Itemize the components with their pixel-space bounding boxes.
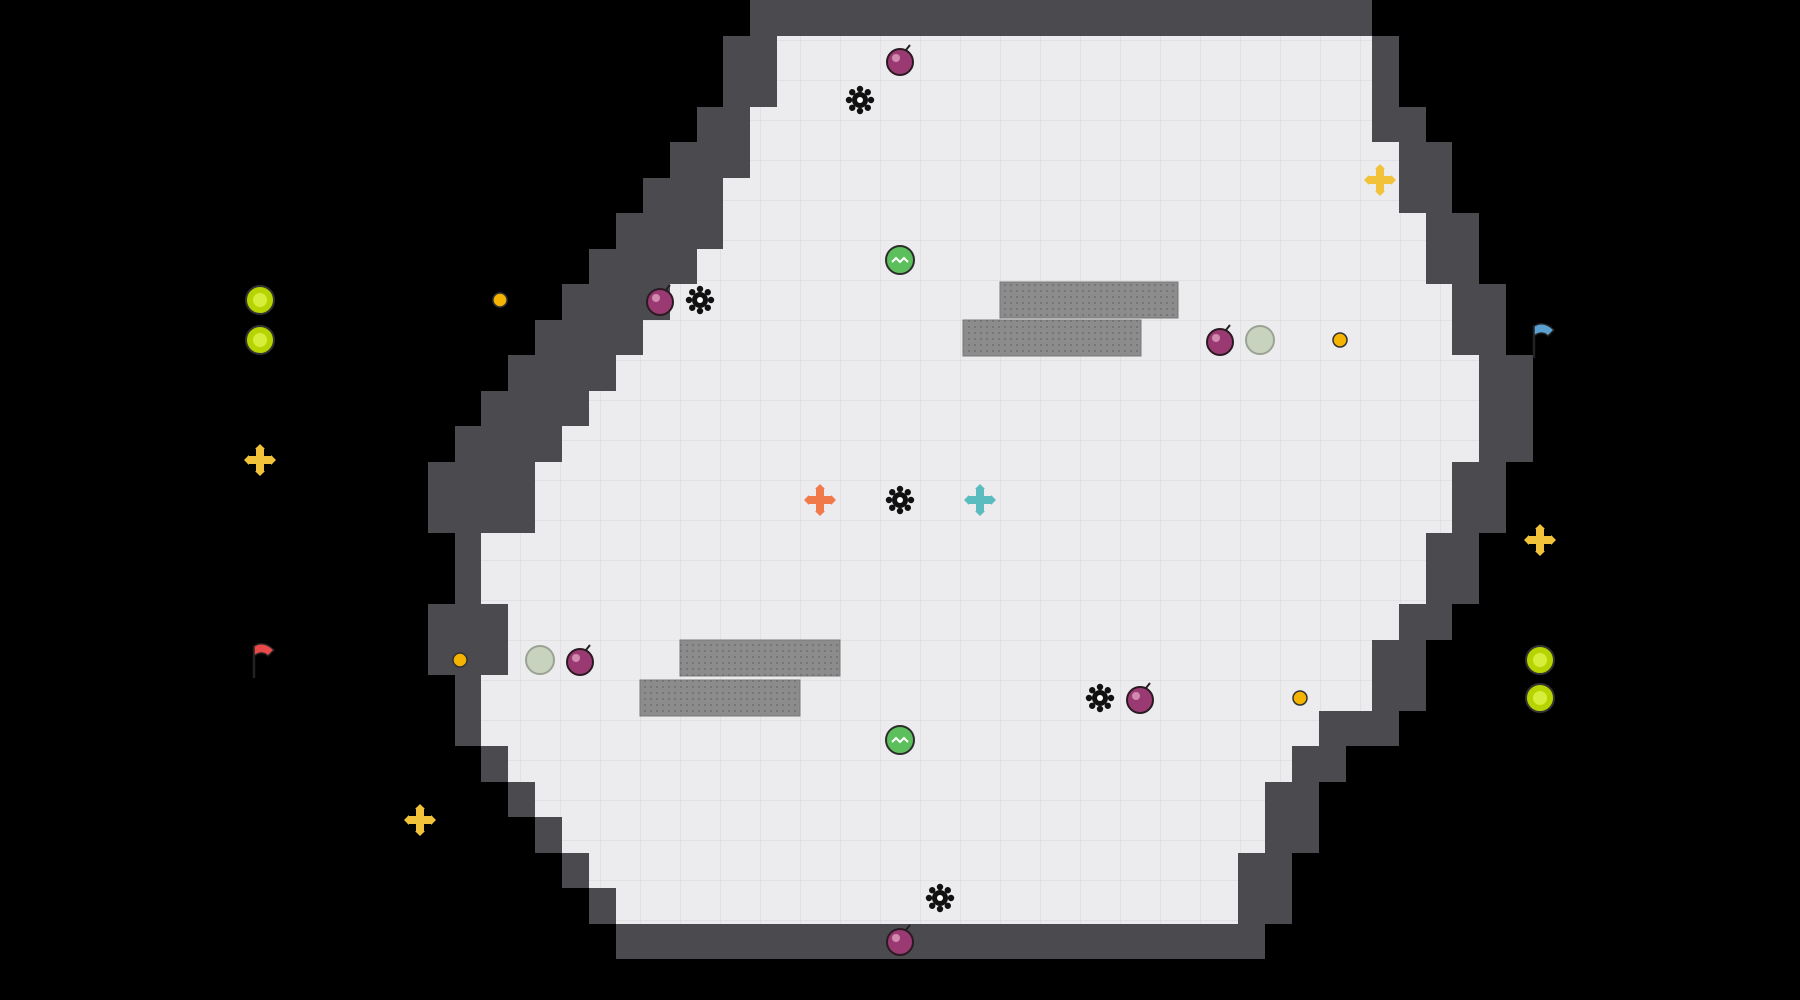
blue-flag-icon (1532, 323, 1556, 358)
yellow-cross-icon (1364, 164, 1396, 196)
spike-icon (1085, 683, 1115, 713)
coin-icon (492, 292, 508, 308)
spike-icon (845, 85, 875, 115)
stone-blocks (639, 281, 1179, 717)
stone-block (962, 319, 1142, 357)
yellow-cross-icon (404, 804, 436, 836)
ghost-orb-icon (525, 645, 555, 675)
bomb-icon (646, 284, 674, 316)
lime-orb-icon (1525, 645, 1555, 675)
ghost-orb-icon (1245, 325, 1275, 355)
spike-icon (925, 883, 955, 913)
bomb-icon (1126, 682, 1154, 714)
terrain (428, 0, 1533, 959)
green-pad-icon (885, 245, 915, 275)
entities (244, 44, 1556, 956)
lime-orb-icon (245, 325, 275, 355)
bomb-icon (1206, 324, 1234, 356)
teal-cross-icon (964, 484, 996, 516)
stone-block (639, 679, 801, 717)
green-pad-icon (885, 725, 915, 755)
spike-icon (685, 285, 715, 315)
coin-icon (1292, 690, 1308, 706)
lime-orb-icon (1525, 683, 1555, 713)
bomb-icon (566, 644, 594, 676)
coin-icon (1332, 332, 1348, 348)
bomb-icon (886, 44, 914, 76)
lime-orb-icon (245, 285, 275, 315)
red-flag-icon (252, 643, 276, 678)
stone-block (679, 639, 841, 677)
spike-icon (885, 485, 915, 515)
yellow-cross-icon (244, 444, 276, 476)
coin-icon (452, 652, 468, 668)
orange-cross-icon (804, 484, 836, 516)
bomb-icon (886, 924, 914, 956)
yellow-cross-icon (1524, 524, 1556, 556)
stone-block (999, 281, 1179, 319)
floor (481, 36, 1479, 924)
